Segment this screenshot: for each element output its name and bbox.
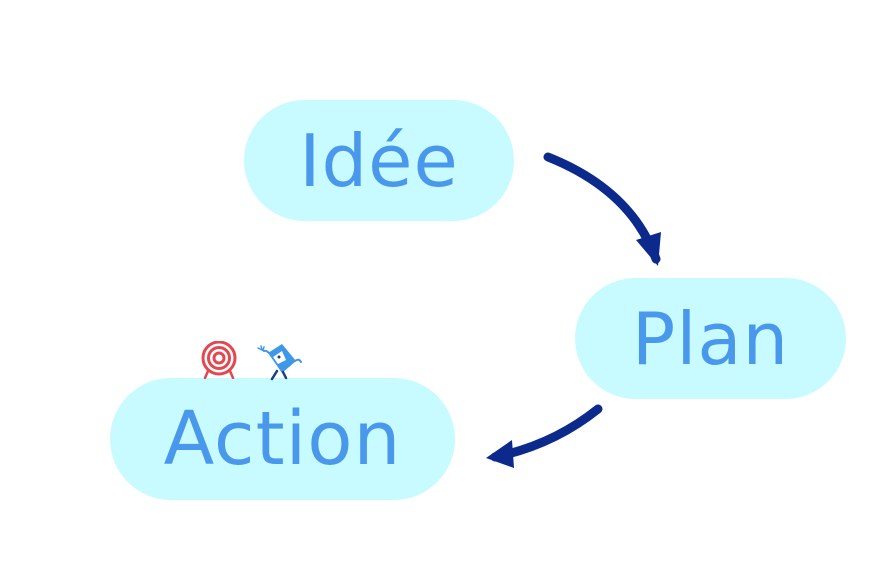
arrow-idee-to-plan-head: [636, 232, 661, 266]
node-plan: Plan: [575, 278, 846, 399]
target-icon: [200, 341, 238, 379]
node-idee-label: Idée: [299, 119, 459, 203]
node-plan-label: Plan: [632, 297, 789, 381]
node-idee: Idée: [244, 100, 514, 221]
node-action: Action: [110, 378, 455, 500]
arrow-plan-to-action-head: [486, 440, 514, 468]
robot-mascot-icon: [255, 340, 303, 382]
node-action-label: Action: [164, 396, 402, 482]
